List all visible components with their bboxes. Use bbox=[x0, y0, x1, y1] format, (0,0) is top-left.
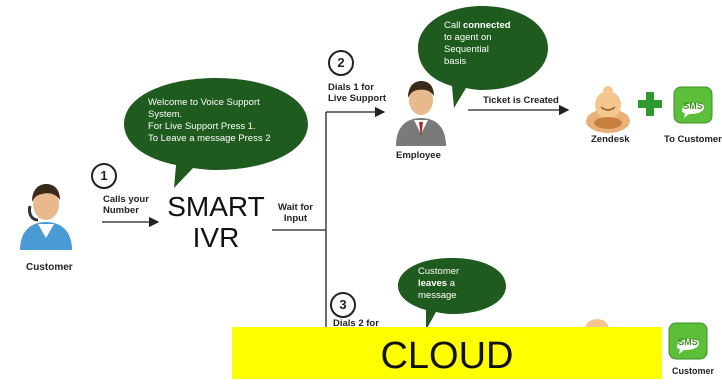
employee-person-icon bbox=[396, 81, 446, 146]
dials-1-label: Dials 1 for Live Support bbox=[328, 82, 387, 105]
customer-person-icon bbox=[20, 184, 72, 250]
sms-icon-bottom-text: SMS bbox=[678, 337, 698, 347]
calls-your-number-label: Calls your Number bbox=[103, 194, 149, 217]
sms-bubble-shape bbox=[673, 86, 713, 124]
ticket-created-label: Ticket is Created bbox=[483, 95, 559, 106]
plus-icon bbox=[638, 92, 662, 116]
dials-2-label: Dials 2 for bbox=[333, 318, 379, 329]
connected-message: Call connected to agent on Sequential ba… bbox=[444, 20, 511, 67]
welcome-message: Welcome to Voice Support System. For Liv… bbox=[148, 97, 271, 144]
zendesk-label: Zendesk bbox=[591, 134, 630, 145]
step-1-badge: 1 bbox=[91, 163, 117, 189]
welcome-speech-bubble bbox=[124, 78, 308, 188]
zendesk-icon bbox=[586, 86, 630, 133]
smart-ivr-title: SMART IVR bbox=[167, 191, 265, 253]
cloud-banner: CLOUD bbox=[232, 327, 662, 379]
customer-label: Customer bbox=[26, 262, 73, 273]
sms-icon-bottom: SMS bbox=[668, 322, 708, 360]
employee-label: Employee bbox=[396, 150, 441, 161]
connected-speech-bubble bbox=[418, 6, 548, 108]
step-3-badge: 3 bbox=[330, 292, 356, 318]
sms-icon: SMS bbox=[673, 86, 713, 124]
leaves-message-speech-bubble bbox=[398, 258, 506, 330]
sms-icon-text: SMS bbox=[683, 101, 703, 111]
to-customer-label: To Customer bbox=[664, 134, 722, 145]
sms-bubble-shape-bottom bbox=[668, 322, 708, 360]
leaves-message: Customer leaves a message bbox=[418, 266, 460, 301]
customer-bottom-label: Customer bbox=[672, 366, 715, 376]
step-2-badge: 2 bbox=[328, 50, 354, 76]
wait-for-input-label: Wait for Input bbox=[278, 202, 314, 225]
